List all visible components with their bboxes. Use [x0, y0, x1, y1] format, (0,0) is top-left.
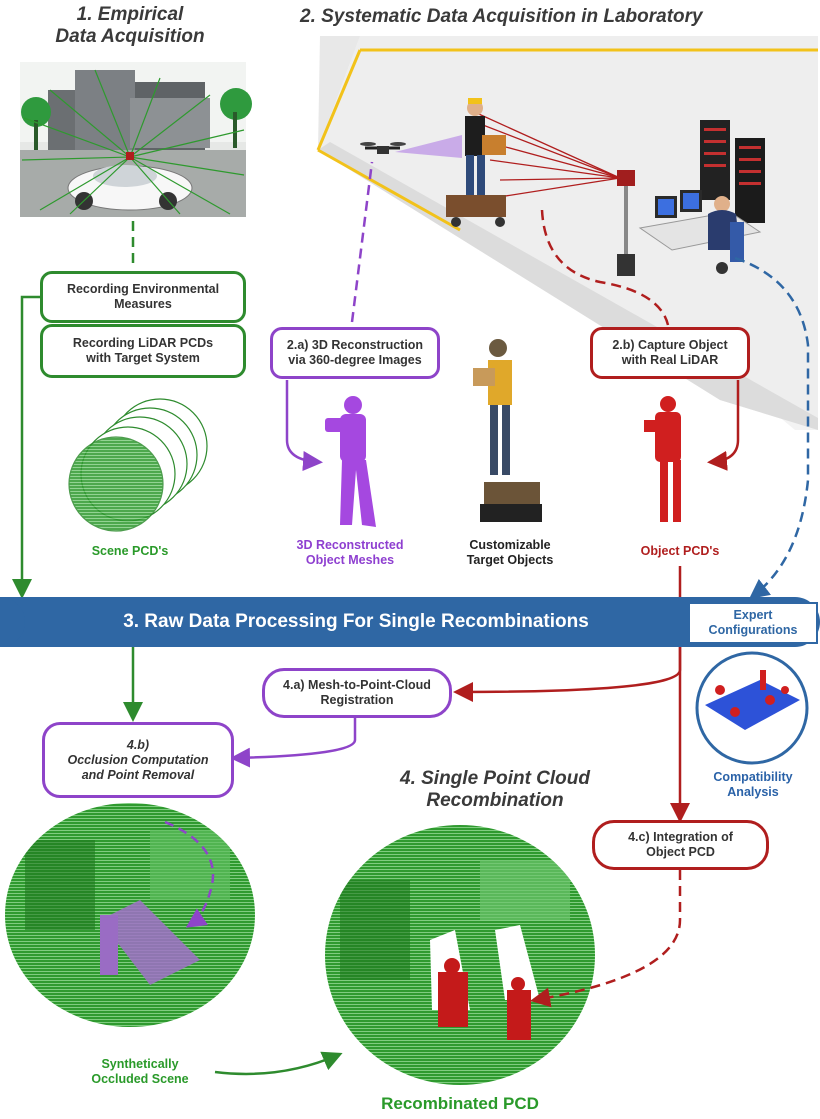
occluded-scene-pcd [5, 803, 255, 1027]
mesh-figure [325, 396, 376, 527]
meshes-label: 3D Reconstructed Object Meshes [296, 538, 404, 567]
title-laboratory: 2. Systematic Data Acquisition in Labora… [300, 6, 703, 27]
connector-env-to-processing [12, 295, 40, 599]
connector-lidar-to-capture [540, 209, 670, 326]
title-recombination: 4. Single Point Cloud Recombination [400, 768, 590, 811]
scene-pcd-label: Scene PCD's [91, 544, 169, 558]
connector-operator-to-expert [734, 256, 810, 600]
lidar-recording-box: Recording LiDAR PCDs with Target System [40, 324, 246, 378]
target-objects-label: Customizable Target Objects [466, 538, 554, 567]
integration-box: 4.c) Integration of Object PCD [592, 820, 769, 870]
connector-integration-to-recombinated [530, 870, 682, 1008]
target-object-illustration [473, 339, 542, 522]
mesh-to-point-cloud-box: 4.a) Mesh-to-Point-Cloud Registration [262, 668, 452, 718]
scene-pcd-stack [68, 398, 208, 532]
connector-capture-to-objpcd [707, 380, 740, 471]
occluded-scene-label: Synthetically Occluded Scene [91, 1057, 189, 1086]
connector-mesh2pc-to-occlusion [230, 718, 357, 768]
env-measures-box: Recording Environmental Measures [40, 271, 246, 323]
compatibility-label: Compatibility Analysis [713, 770, 793, 799]
title-empirical: 1. Empirical Data Acquisition [55, 4, 205, 47]
processing-banner-text: 3. Raw Data Processing For Single Recomb… [123, 611, 589, 632]
connector-drone-to-reconstruction [350, 161, 374, 323]
object-pcd-label: Object PCD's [640, 544, 720, 558]
recombinated-label: Recombinated PCD [381, 1094, 539, 1113]
connector-objpcd-to-mesh2pc [453, 566, 682, 702]
connector-occluded-to-recombinated [214, 1051, 343, 1076]
occlusion-box: 4.b) Occlusion Computation and Point Rem… [42, 722, 234, 798]
connector-reconstruction-to-mesh [285, 380, 323, 472]
recombinated-pcd [325, 825, 595, 1085]
street-scene-illustration [20, 62, 252, 217]
reconstruction-box: 2.a) 3D Reconstruction via 360-degree Im… [270, 327, 440, 379]
object-pcd-figure [644, 396, 681, 522]
processing-banner: 3. Raw Data Processing For Single Recomb… [0, 597, 820, 647]
compatibility-globe [695, 651, 809, 765]
capture-object-box: 2.b) Capture Object with Real LiDAR [590, 327, 750, 379]
expert-configurations-box: Expert Configurations [688, 602, 818, 644]
occlusion-label: Occlusion Computation and Point Removal [67, 752, 209, 782]
occlusion-step-number: 4.b) [126, 737, 150, 752]
